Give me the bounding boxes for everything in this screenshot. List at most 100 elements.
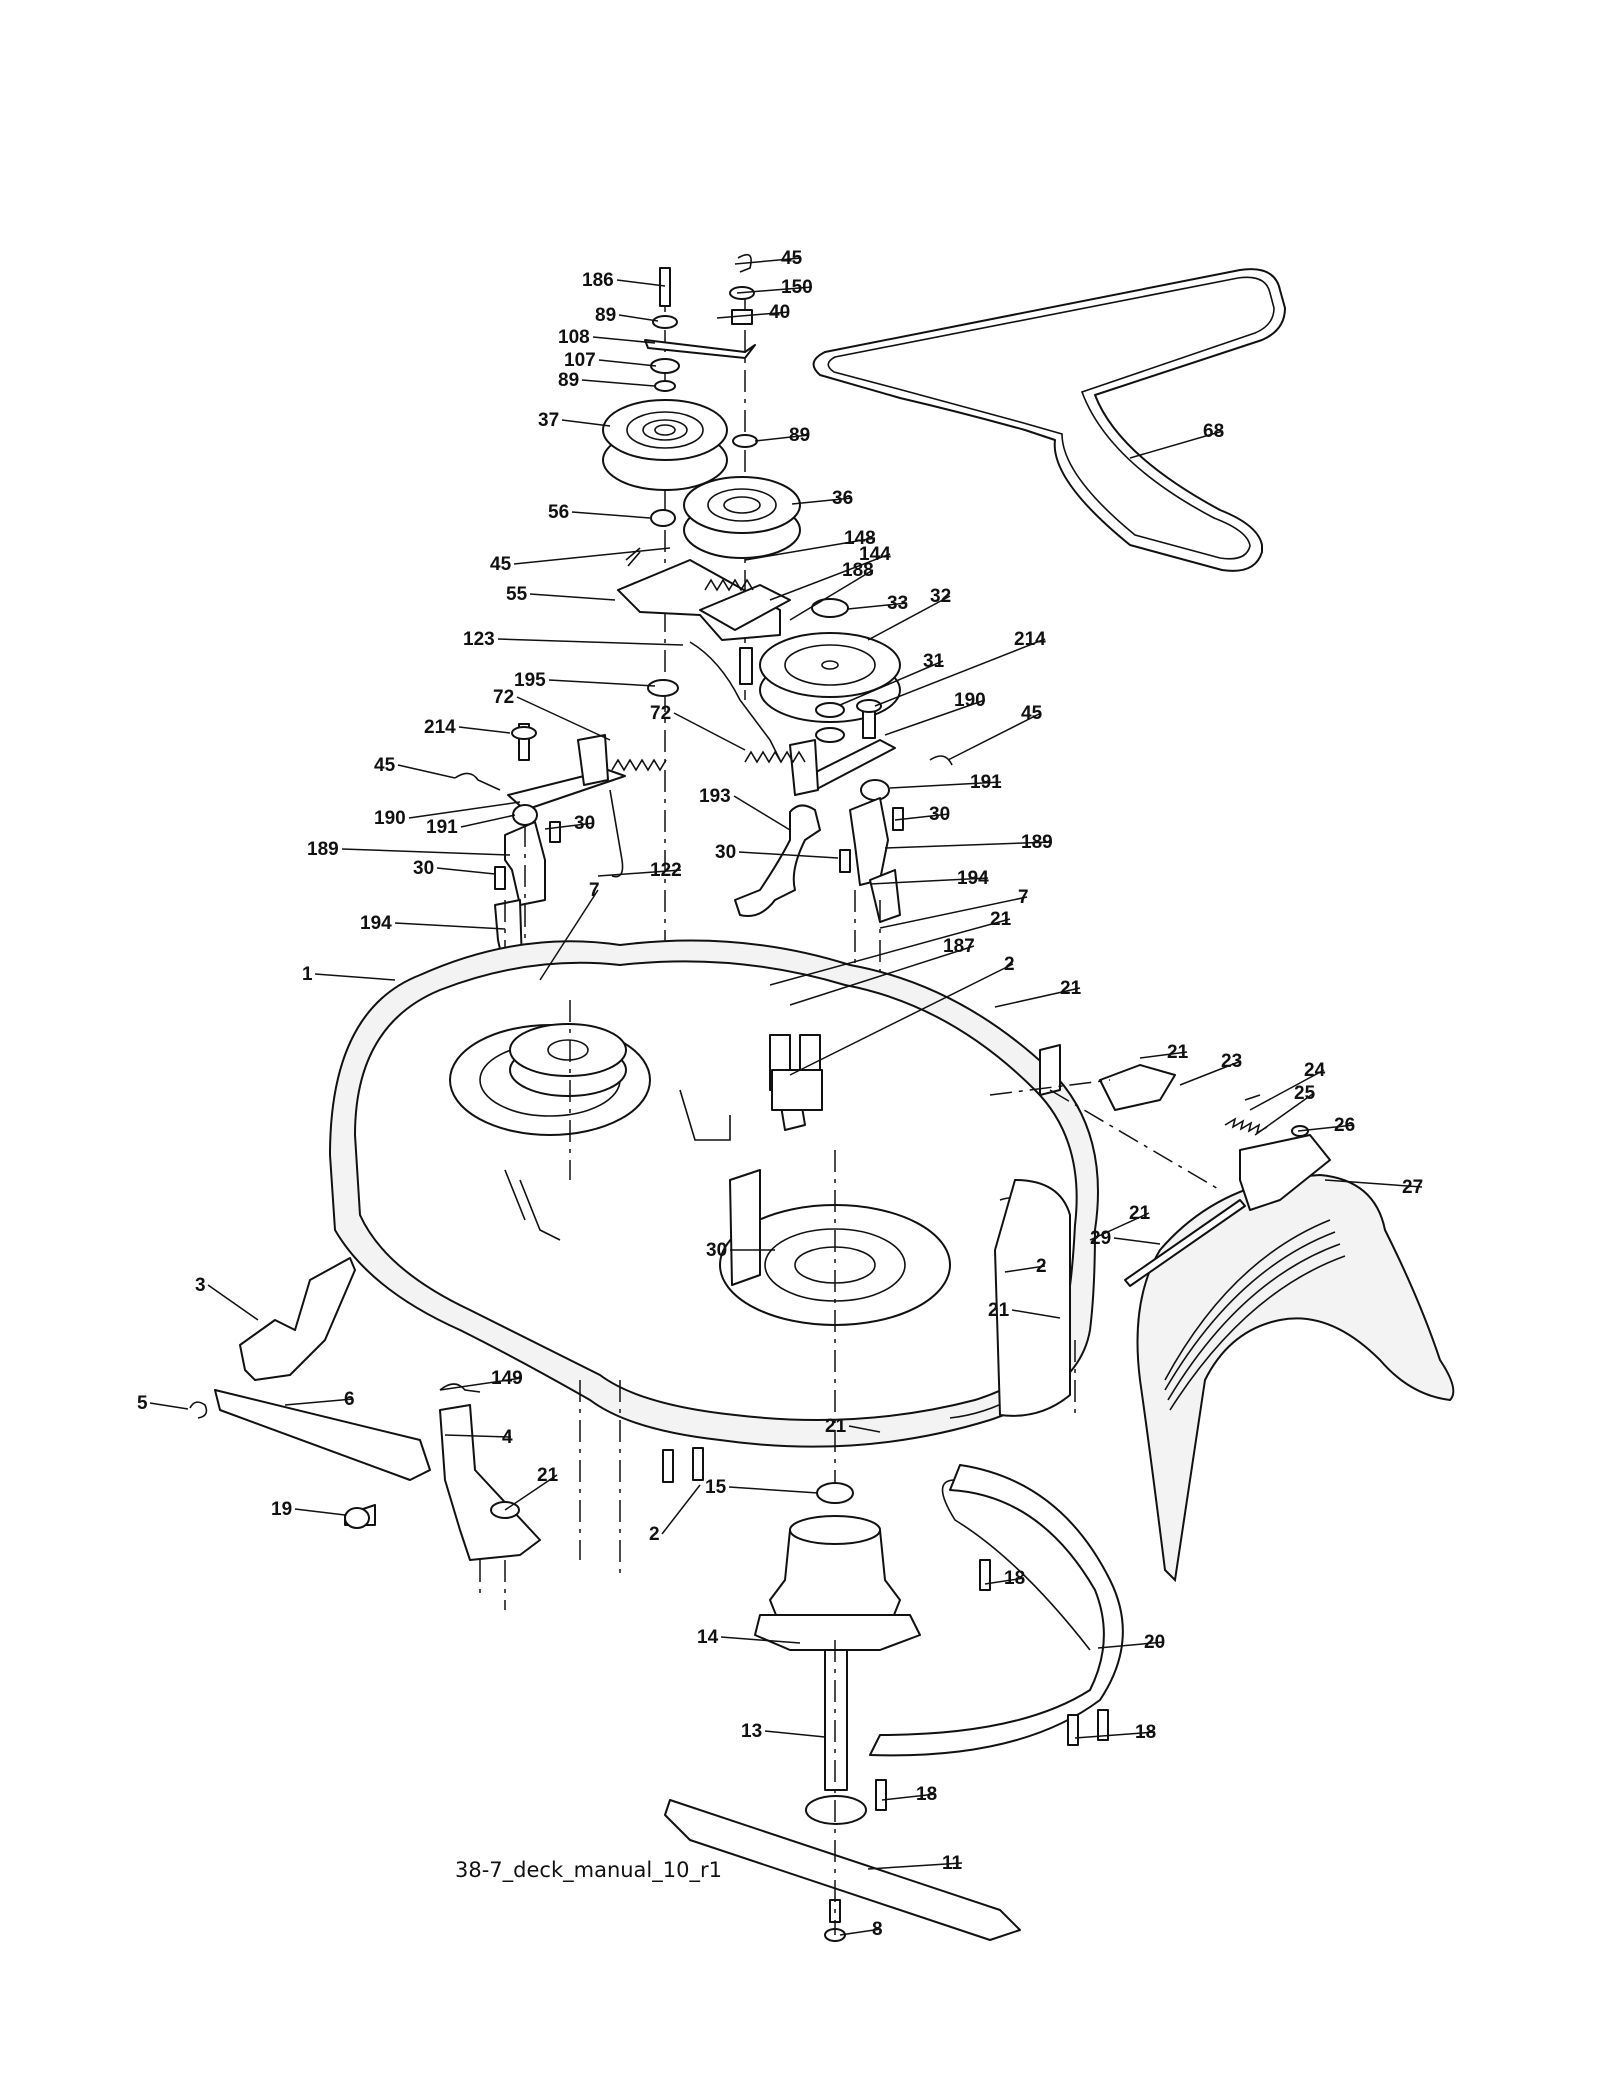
leader-line (513, 547, 671, 565)
callout-label: 190 (954, 690, 986, 711)
callout-label: 45 (781, 248, 803, 269)
leader-line (1179, 1060, 1242, 1086)
leader-line (847, 602, 908, 610)
callout-label: 30 (413, 858, 434, 879)
callout-label: 32 (930, 586, 951, 607)
callout-label: 150 (781, 277, 813, 298)
callout-label: 193 (699, 786, 731, 807)
callout-label: 13 (741, 1721, 762, 1742)
left-parts-drawing (189, 1257, 621, 1610)
leader-line (744, 537, 876, 561)
leader-line (314, 973, 396, 981)
leader-line (1324, 1179, 1423, 1188)
idler-arm-drawing (617, 547, 791, 761)
leader-line (598, 359, 657, 367)
callout-label: 89 (558, 370, 579, 391)
callout-label: 186 (582, 270, 614, 291)
leader-line (881, 1793, 937, 1801)
spindle-blade-drawing (662, 1447, 1124, 1942)
callout-label: 89 (789, 425, 810, 446)
drawing-id-caption: 38-7_deck_manual_10_r1 (455, 1858, 722, 1883)
callout-label: 21 (988, 1300, 1010, 1321)
callout-label: 30 (574, 813, 595, 834)
callout-label: 45 (1021, 703, 1043, 724)
leader-line (1089, 1212, 1150, 1241)
idler-pulley-stack-drawing (602, 253, 801, 1200)
leader-line (616, 279, 666, 287)
callout-label: 188 (842, 560, 874, 581)
callout-label: 122 (650, 860, 682, 881)
leader-line (394, 922, 506, 930)
callout-label: 189 (1021, 832, 1053, 853)
leader-line (789, 963, 1014, 1076)
callout-label: 4 (502, 1427, 513, 1448)
callout-label: 72 (650, 703, 671, 724)
leader-line (1297, 1124, 1355, 1132)
callout-label: 36 (832, 488, 853, 509)
callout-label: 2 (1036, 1256, 1047, 1277)
callout-label: 21 (1060, 978, 1082, 999)
leader-line (458, 726, 511, 734)
callout-label: 19 (271, 1499, 292, 1520)
callout-label: 214 (424, 717, 456, 738)
leader-line (733, 795, 791, 831)
leader-line (597, 869, 682, 877)
leader-line (673, 712, 746, 751)
leader-line (1113, 1237, 1161, 1245)
leader-line (1249, 1069, 1325, 1111)
callout-label: 55 (506, 584, 528, 605)
callout-label: 21 (825, 1416, 847, 1437)
leader-line (764, 1730, 826, 1738)
callout-label: 7 (589, 880, 600, 901)
leader-line (791, 497, 853, 505)
callout-label: 33 (887, 593, 908, 614)
callout-label: 189 (307, 839, 339, 860)
leader-line (947, 712, 1042, 761)
leader-line (284, 1398, 354, 1406)
leader-line (839, 660, 944, 706)
leader-line (869, 877, 989, 885)
callout-label: 29 (1090, 1228, 1111, 1249)
callout-label: 89 (595, 305, 616, 326)
leader-line (439, 1377, 523, 1391)
callout-label: 30 (929, 804, 950, 825)
chute-drawing (989, 1064, 1455, 1583)
leader-line (1004, 1265, 1046, 1273)
callout-label: 194 (957, 868, 989, 889)
callout-label: 194 (360, 913, 392, 934)
callout-label: 31 (923, 651, 945, 672)
callout-label: 30 (706, 1240, 727, 1261)
callout-label: 18 (916, 1784, 937, 1805)
leader-line (460, 814, 516, 828)
leader-line (592, 336, 656, 344)
leader-line (879, 896, 1028, 929)
callout-label: 3 (195, 1275, 206, 1296)
leader-line (497, 638, 684, 646)
leader-line (848, 1425, 881, 1433)
callout-label: 15 (705, 1477, 727, 1498)
leader-line (444, 1434, 512, 1438)
callout-label: 191 (970, 772, 1002, 793)
callout-label: 123 (463, 629, 495, 650)
callout-label: 40 (769, 302, 790, 323)
callout-label: 56 (548, 502, 569, 523)
leader-line (539, 889, 599, 981)
callout-label: 8 (872, 1919, 883, 1940)
callout-label: 214 (1014, 629, 1046, 650)
callout-label: 148 (844, 528, 876, 549)
callout-label: 25 (1294, 1083, 1316, 1104)
leader-line (867, 595, 951, 641)
callout-label: 68 (1203, 421, 1224, 442)
leader-line (867, 1862, 963, 1870)
callout-label: 11 (942, 1853, 963, 1874)
leader-line (789, 569, 874, 621)
leader-line (874, 638, 1046, 707)
leader-line (149, 1402, 189, 1410)
callout-label: 187 (943, 936, 975, 957)
leader-line (571, 511, 651, 519)
leader-line (769, 553, 891, 601)
leader-line (661, 1484, 701, 1535)
leader-line (397, 764, 456, 779)
leader-line (728, 1486, 819, 1494)
